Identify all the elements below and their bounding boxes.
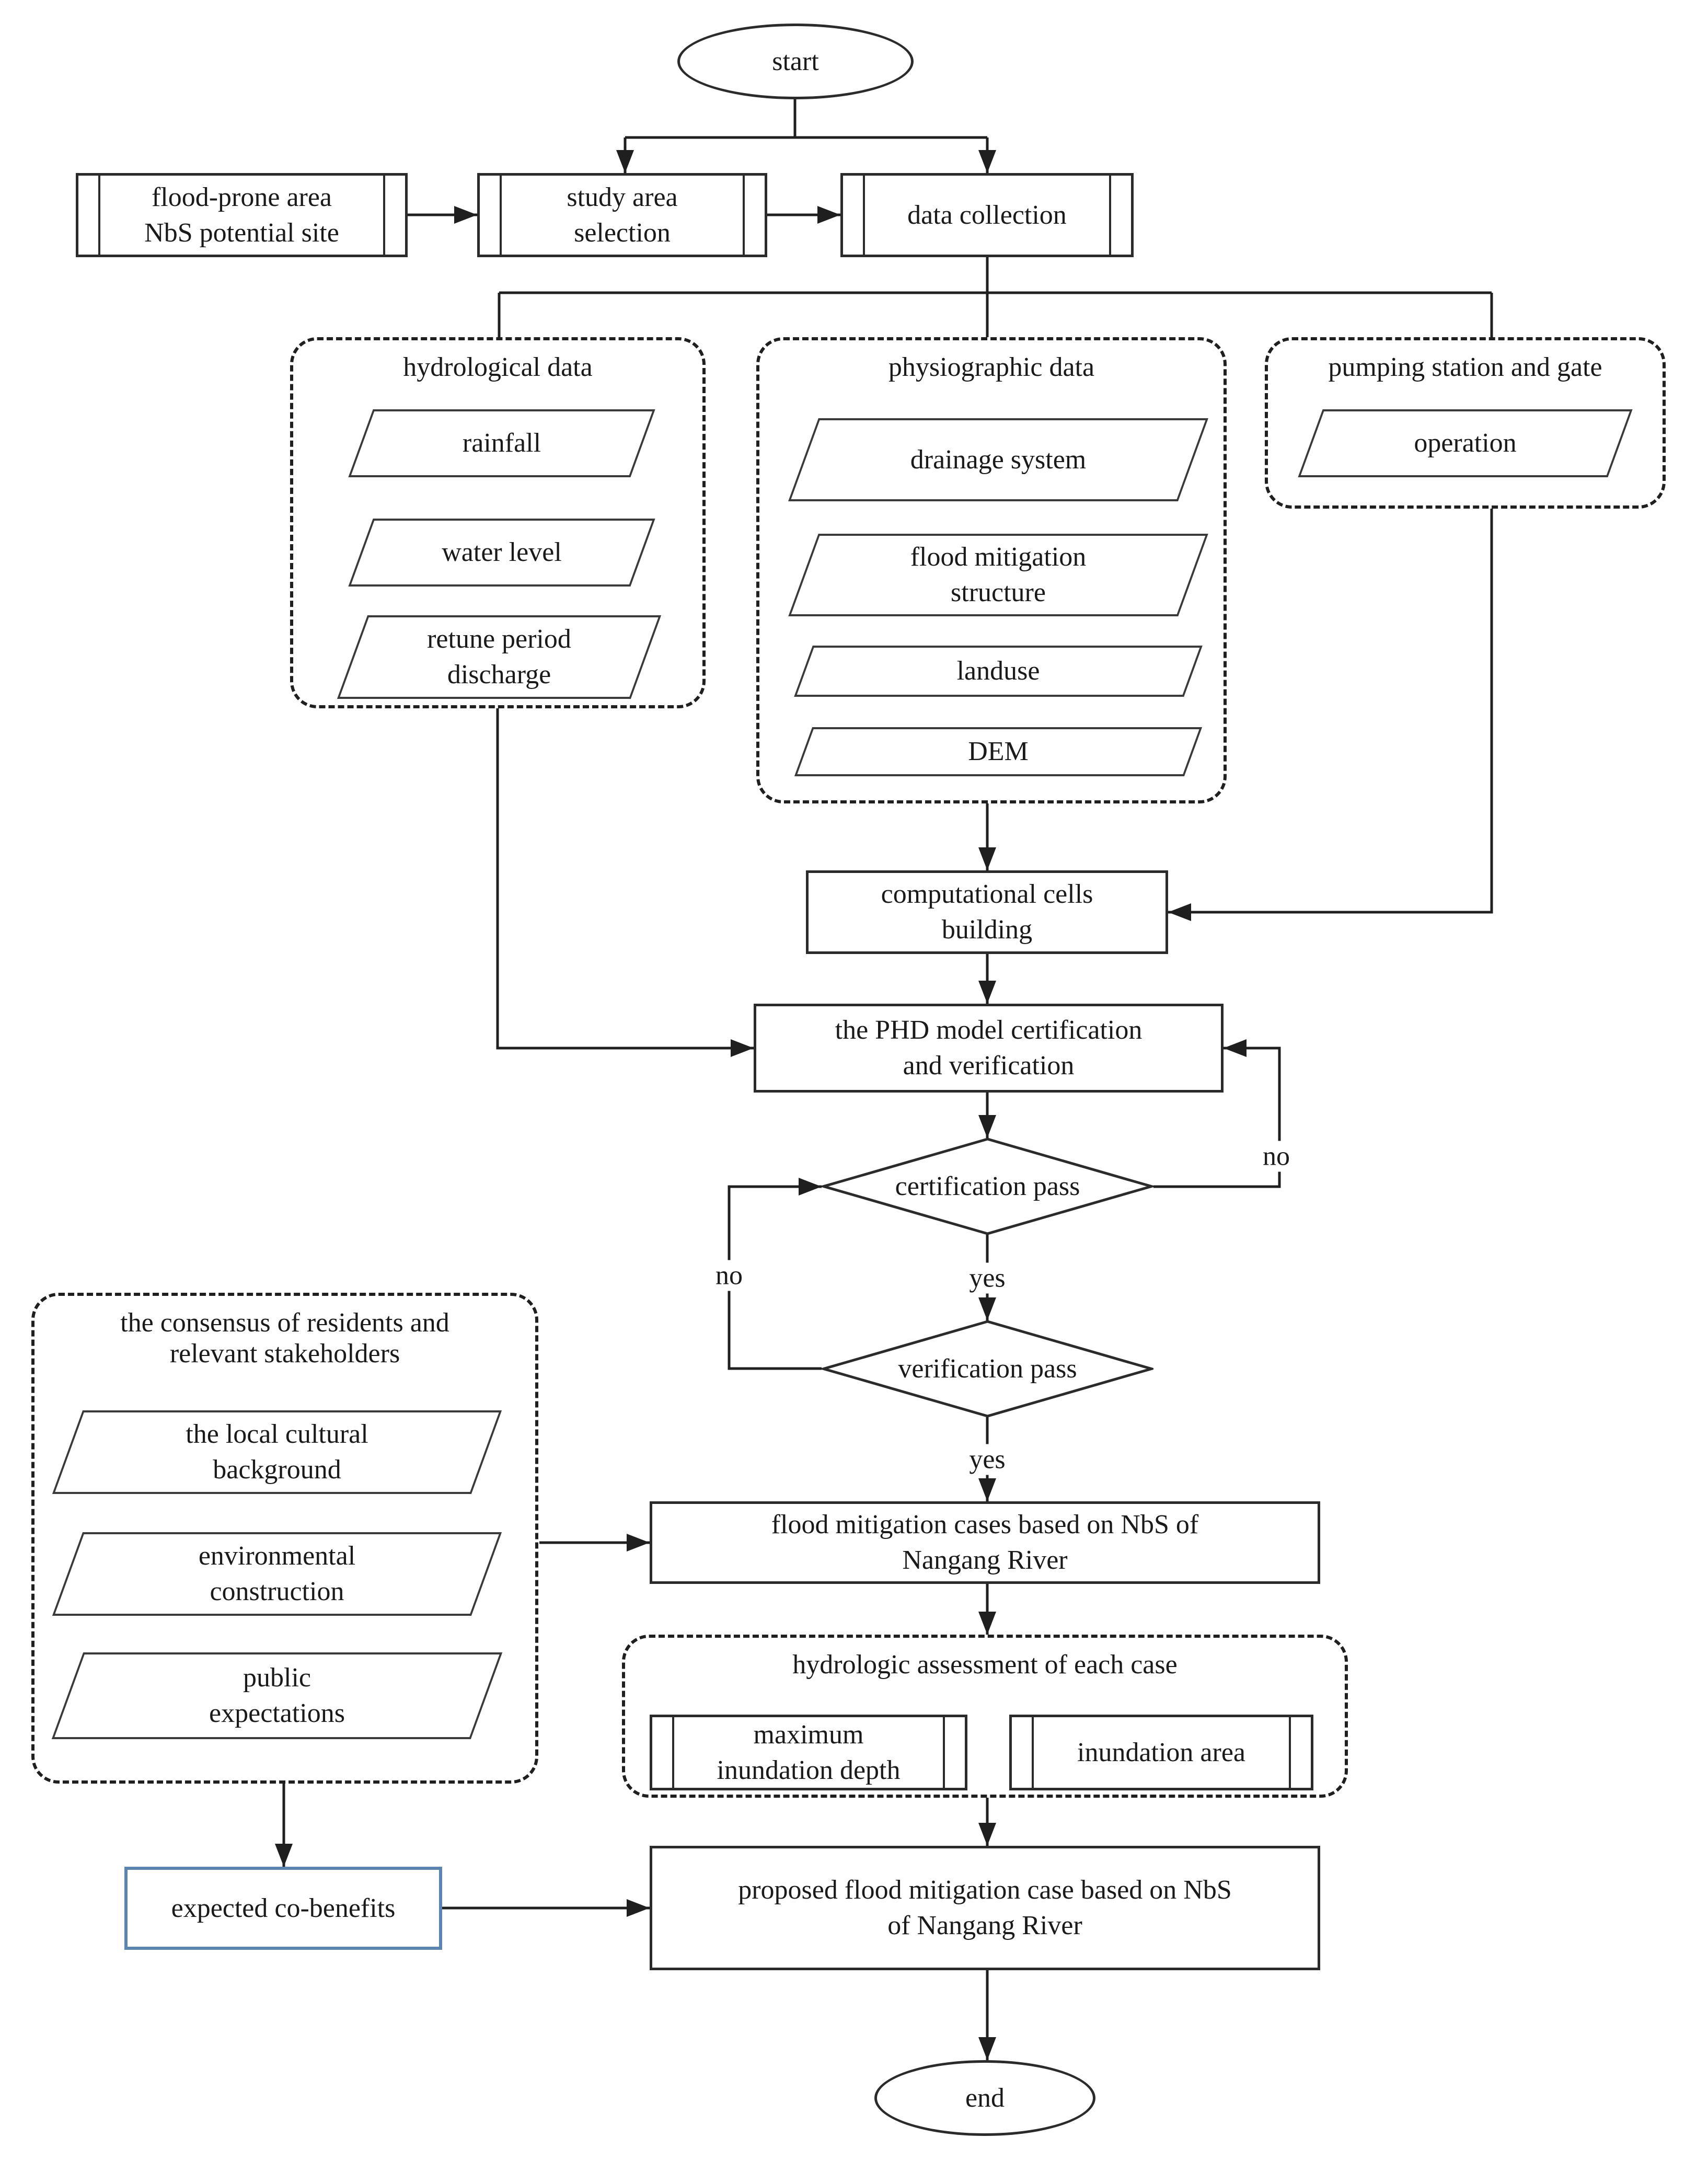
- public-expectations-label: public expectations: [209, 1663, 345, 1728]
- verification-no-label: no: [709, 1260, 749, 1291]
- certification-yes-label: yes: [963, 1262, 1012, 1294]
- pumping-station-group: pumping station and gate: [1265, 337, 1666, 509]
- expected-cobenefits-label: expected co-benefits: [171, 1893, 396, 1923]
- rainfall-label: rainfall: [462, 428, 541, 458]
- proposed-case-label: proposed flood mitigation case based on …: [738, 1875, 1232, 1940]
- operation-label: operation: [1414, 428, 1517, 458]
- flood-structure-label: flood mitigation structure: [910, 542, 1087, 607]
- hydrological-data-group: hydrological data: [290, 337, 706, 708]
- predefined-bars: [500, 176, 745, 255]
- phd-model-box: the PHD model certification and verifica…: [754, 1004, 1224, 1093]
- flood-prone-site-box: flood-prone area NbS potential site: [76, 173, 408, 257]
- return-period-parallelogram: retune period discharge: [334, 615, 664, 699]
- consensus-group: the consensus of residents and relevant …: [31, 1293, 538, 1784]
- start-label: start: [772, 46, 819, 76]
- expected-cobenefits-box: expected co-benefits: [124, 1867, 442, 1950]
- local-cultural-label: the local cultural background: [186, 1419, 368, 1485]
- water-level-parallelogram: water level: [343, 519, 661, 587]
- data-collection-box: data collection: [840, 173, 1134, 257]
- consensus-title: the consensus of residents and relevant …: [120, 1308, 449, 1369]
- flood-cases-label: flood mitigation cases based on NbS of N…: [771, 1510, 1199, 1575]
- proposed-case-box: proposed flood mitigation case based on …: [650, 1846, 1320, 1970]
- start-terminator: start: [677, 24, 914, 99]
- drainage-system-parallelogram: drainage system: [786, 418, 1211, 501]
- assessment-title: hydrologic assessment of each case: [792, 1650, 1178, 1680]
- predefined-bars: [672, 1717, 945, 1788]
- predefined-bars: [1032, 1717, 1291, 1788]
- local-cultural-parallelogram: the local cultural background: [50, 1410, 504, 1494]
- physiographic-data-title: physiographic data: [888, 352, 1095, 382]
- rainfall-parallelogram: rainfall: [343, 409, 661, 477]
- dem-parallelogram: DEM: [786, 727, 1211, 776]
- diamond-shape: [822, 1138, 1153, 1235]
- operation-parallelogram: operation: [1292, 409, 1638, 477]
- end-terminator: end: [874, 2060, 1095, 2136]
- inundation-area-label: inundation area: [1077, 1737, 1245, 1767]
- edge-certification-no-loop: [1153, 1039, 1281, 1188]
- physiographic-data-group: physiographic data: [756, 337, 1227, 803]
- verification-pass-diamond: verification pass: [822, 1320, 1153, 1417]
- pumping-station-title: pumping station and gate: [1328, 352, 1602, 382]
- max-inundation-depth-box: maximum inundation depth: [650, 1715, 967, 1790]
- flood-structure-parallelogram: flood mitigation structure: [786, 534, 1211, 616]
- landuse-parallelogram: landuse: [786, 646, 1211, 697]
- edge-hydro-to-phd: [496, 708, 754, 1057]
- flood-cases-box: flood mitigation cases based on NbS of N…: [650, 1501, 1320, 1584]
- max-inundation-depth-label: maximum inundation depth: [717, 1719, 901, 1785]
- water-level-label: water level: [442, 537, 562, 568]
- inundation-area-box: inundation area: [1009, 1715, 1313, 1790]
- environmental-construction-label: environmental construction: [198, 1541, 356, 1606]
- data-collection-label: data collection: [907, 200, 1067, 230]
- certification-no-label: no: [1256, 1141, 1296, 1172]
- assessment-group: hydrologic assessment of each case: [622, 1635, 1348, 1798]
- drainage-system-label: drainage system: [910, 444, 1087, 475]
- verification-yes-label: yes: [963, 1444, 1012, 1475]
- landuse-label: landuse: [956, 656, 1040, 686]
- environmental-construction-parallelogram: environmental construction: [50, 1532, 504, 1616]
- dem-label: DEM: [968, 737, 1029, 767]
- study-area-box: study area selection: [477, 173, 767, 257]
- predefined-bars: [98, 176, 385, 255]
- study-area-label: study area selection: [567, 182, 678, 248]
- hydrological-data-title: hydrological data: [403, 352, 593, 382]
- phd-model-label: the PHD model certification and verifica…: [835, 1015, 1142, 1081]
- computational-cells-box: computational cells building: [806, 870, 1168, 954]
- predefined-bars: [863, 176, 1111, 255]
- public-expectations-parallelogram: public expectations: [50, 1652, 504, 1739]
- edge-pump-to-cells: [1168, 509, 1493, 921]
- certification-pass-label: certification pass: [895, 1171, 1080, 1201]
- certification-pass-diamond: certification pass: [822, 1138, 1153, 1235]
- end-label: end: [965, 2083, 1005, 2113]
- computational-cells-label: computational cells building: [881, 879, 1093, 945]
- return-period-label: retune period discharge: [427, 624, 571, 689]
- diamond-shape: [822, 1320, 1153, 1417]
- flood-prone-site-label: flood-prone area NbS potential site: [144, 182, 339, 248]
- verification-pass-label: verification pass: [898, 1354, 1077, 1384]
